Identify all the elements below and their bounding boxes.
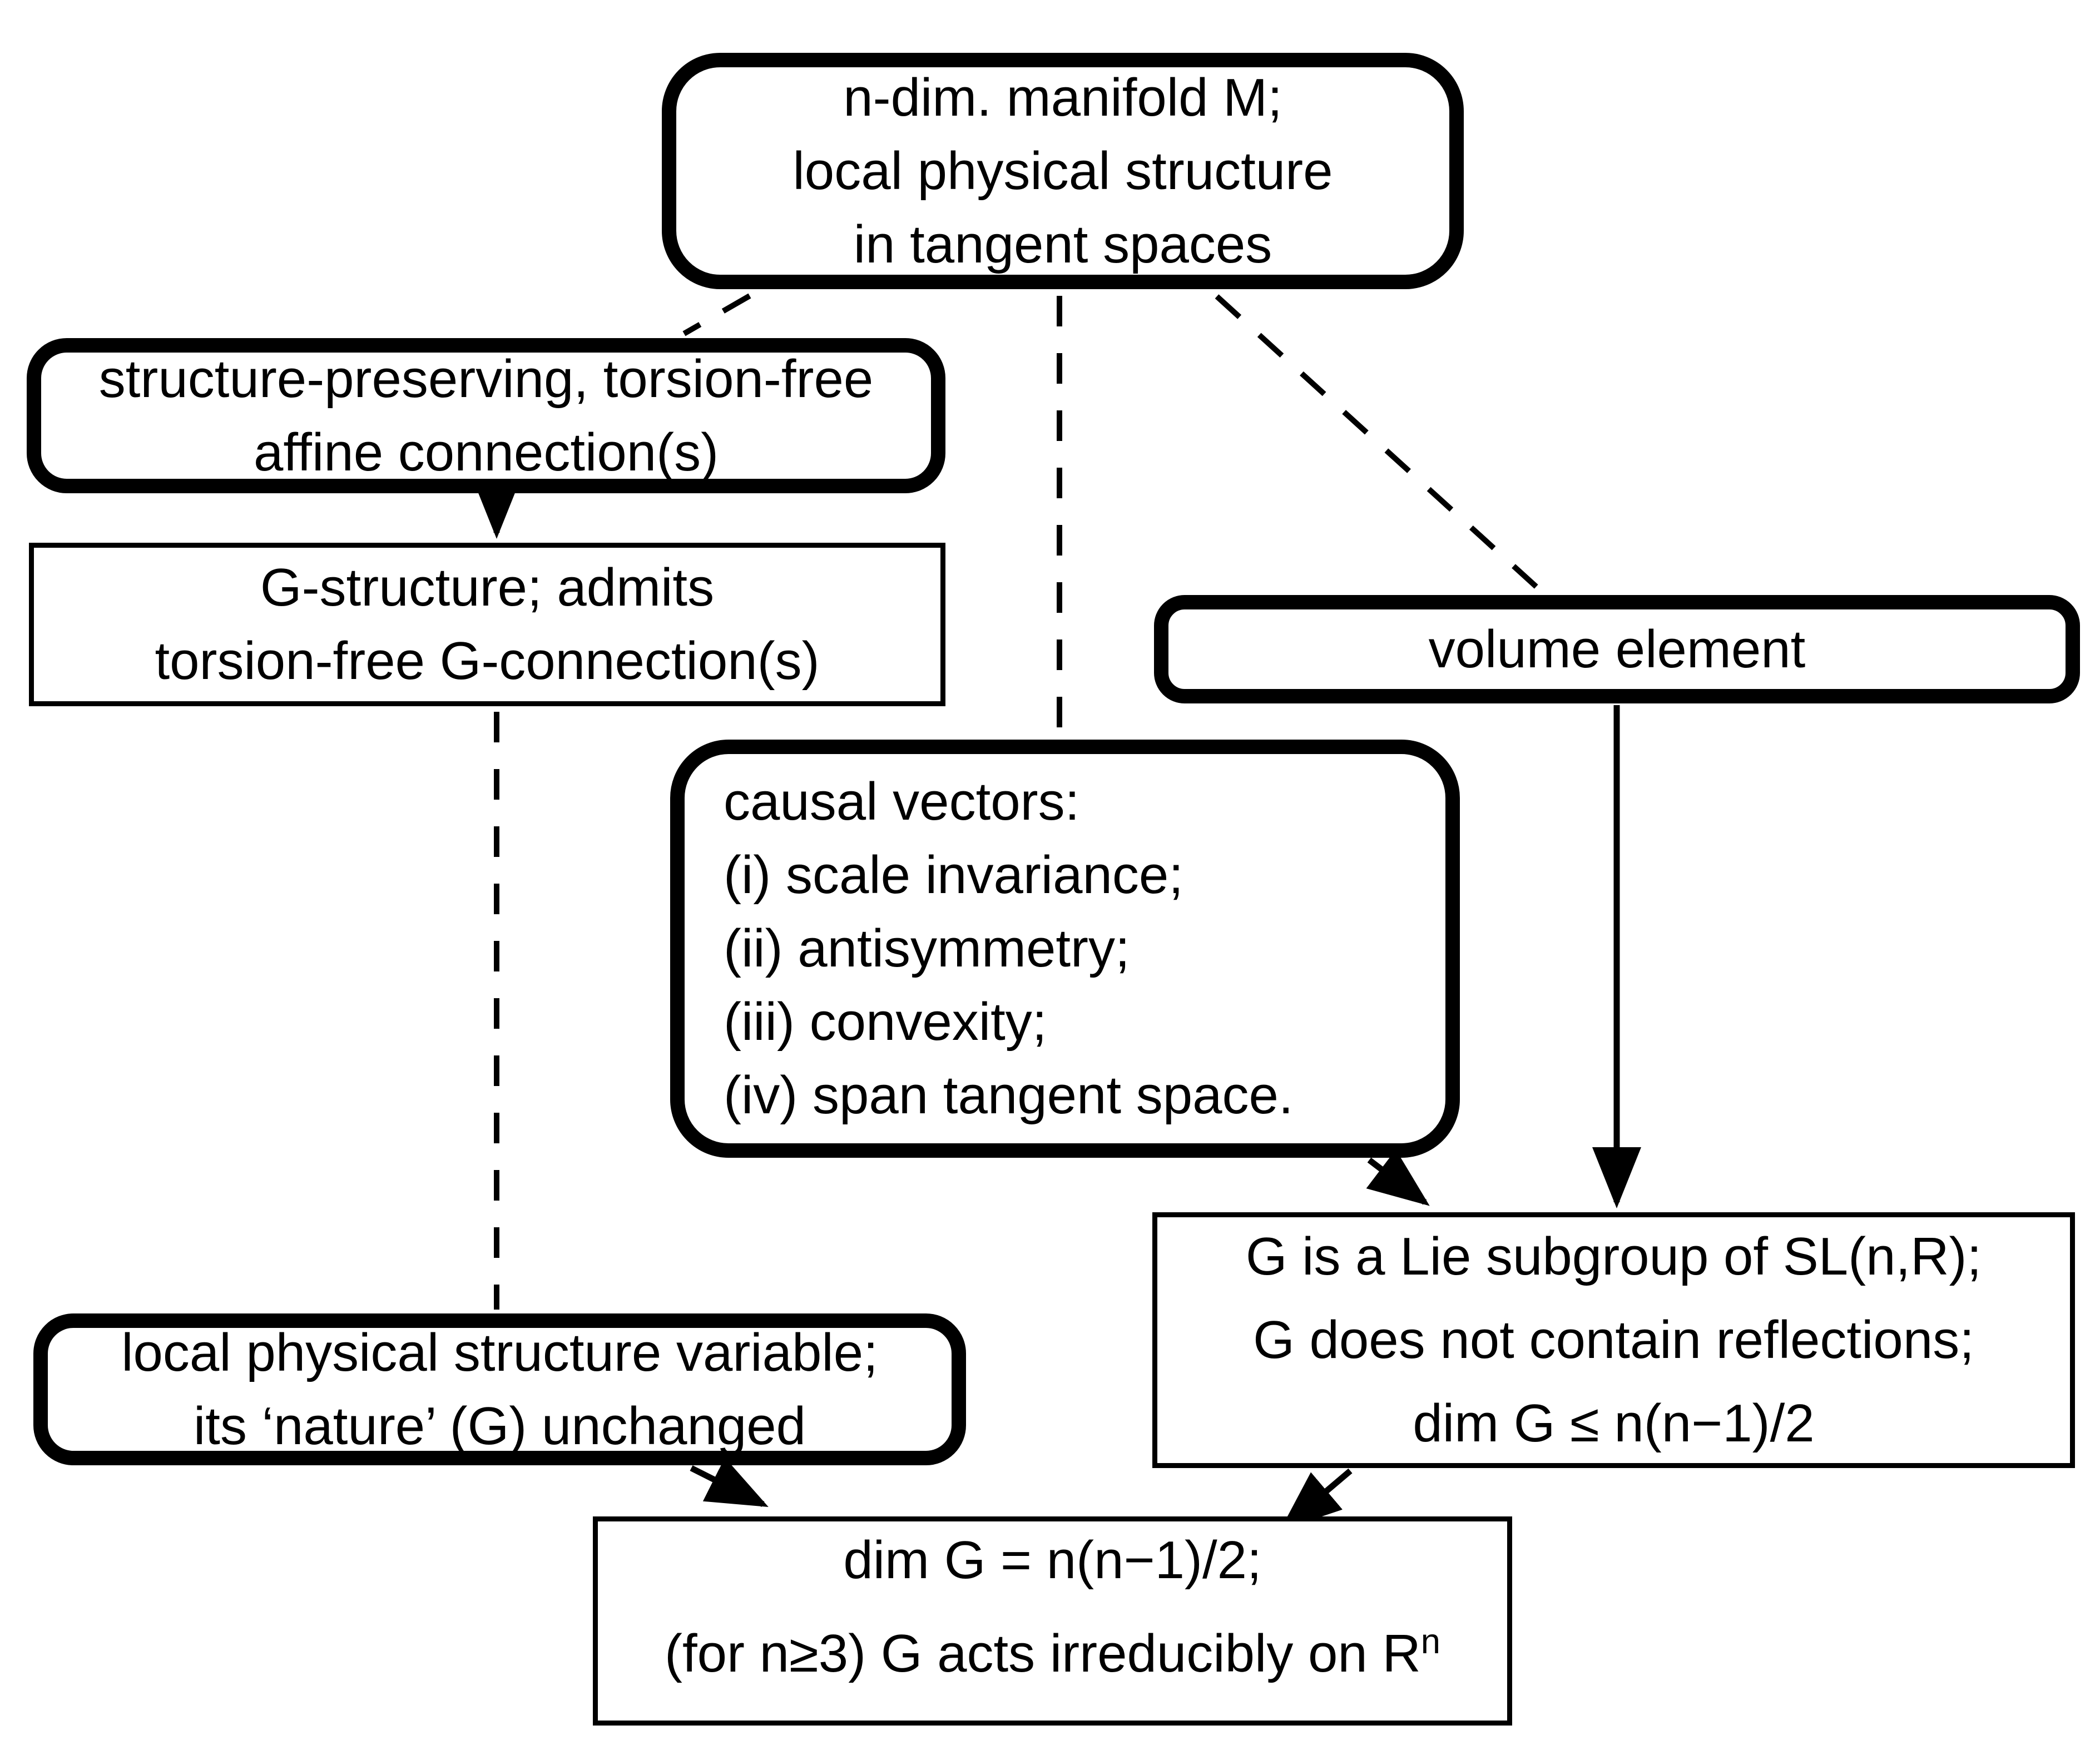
- dashed-line-manifold-to-volume: [1215, 294, 1543, 593]
- affine-connection-box: structure-preserving, torsion-free affin…: [27, 338, 945, 493]
- arrow-localvar-to-dimg: [690, 1457, 769, 1507]
- superscript-n: n: [1420, 1622, 1441, 1661]
- volume-element-line: volume element: [1428, 619, 1806, 679]
- dim-g-line: (for n≥3) G acts irreducibly on Rn: [665, 1607, 1440, 1701]
- manifold-line: local physical structure: [793, 141, 1333, 201]
- lie-subgroup-box: G is a Lie subgroup of SL(n,R); G does n…: [1152, 1212, 2075, 1468]
- manifold-line: n-dim. manifold M;: [843, 67, 1282, 127]
- arrow-causal-to-lie: [1366, 1149, 1430, 1206]
- causal-line: (ii) antisymmetry;: [724, 919, 1130, 978]
- lie-subgroup-line: G is a Lie subgroup of SL(n,R);: [1245, 1227, 1982, 1286]
- dim-g-line2-text: (for n≥3) G acts irreducibly on R: [664, 1624, 1421, 1683]
- causal-line: (i) scale invariance;: [724, 845, 1183, 905]
- lie-subgroup-line: G does not contain reflections;: [1253, 1310, 1974, 1370]
- dashed-line-manifold-to-affine: [682, 293, 751, 336]
- local-structure-line: its ‘nature’ (G) unchanged: [193, 1396, 806, 1456]
- causal-line: causal vectors:: [724, 772, 1080, 831]
- manifold-line: in tangent spaces: [853, 214, 1272, 274]
- g-structure-line: G-structure; admits: [260, 558, 715, 617]
- g-structure-line: torsion-free G-connection(s): [155, 631, 820, 691]
- causal-vectors-box: causal vectors: (i) scale invariance; (i…: [670, 740, 1460, 1158]
- local-structure-line: local physical structure variable;: [121, 1322, 878, 1382]
- causal-line: (iii) convexity;: [724, 992, 1047, 1052]
- volume-element-box: volume element: [1154, 595, 2080, 703]
- causal-line: (iv) span tangent space.: [724, 1065, 1294, 1125]
- manifold-box: n-dim. manifold M; local physical struct…: [662, 53, 1464, 289]
- lie-subgroup-line: dim G ≤ n(n−1)/2: [1413, 1394, 1815, 1453]
- local-structure-variable-box: local physical structure variable; its ‘…: [33, 1313, 966, 1465]
- affine-line: structure-preserving, torsion-free: [98, 349, 874, 409]
- affine-line: affine connection(s): [253, 422, 719, 482]
- dim-g-line: dim G = n(n−1)/2;: [843, 1530, 1262, 1590]
- g-structure-box: G-structure; admits torsion-free G-conne…: [29, 543, 945, 706]
- dim-g-result-box: dim G = n(n−1)/2; (for n≥3) G acts irred…: [593, 1516, 1512, 1726]
